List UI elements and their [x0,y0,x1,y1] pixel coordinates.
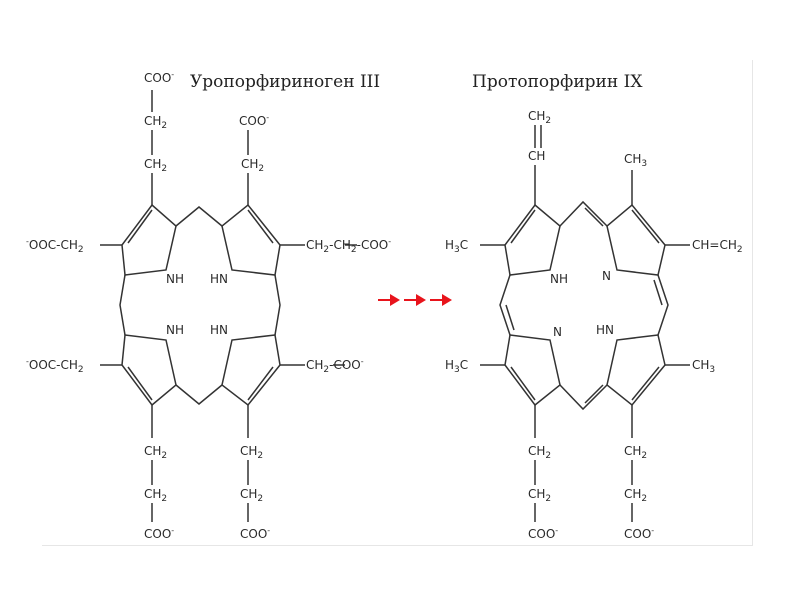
left-ch2-bot1a: CH2 [144,444,167,461]
left-pyrrole-bottom-left [121,334,177,407]
left-ch2-ch2-coo-right: CH2-CH2-COO- [306,237,391,255]
left-ch2-bot1b: CH2 [144,487,167,504]
left-ch2-top2: CH2 [241,157,264,174]
right-h3c-upper: H3C [445,238,468,255]
left-ch2-top1a: CH2 [144,114,167,131]
right-coo-bot1: COO- [528,526,558,541]
right-ch2-vinyl-top: CH2 [528,109,551,126]
left-ch2-top1b: CH2 [144,157,167,174]
left-ch2-bot2b: CH2 [240,487,263,504]
right-coo-bot2: COO- [624,526,654,541]
left-hn-top: HN [210,272,228,286]
left-coo-bot1: COO- [144,526,174,541]
left-coo-bot2: COO- [240,526,270,541]
right-nh-top: NH [550,272,568,286]
left-pyrrole-top-left [121,203,177,276]
right-pyrrole-top-left [504,203,561,276]
right-ch2-bot1a: CH2 [528,444,551,461]
right-pyrrole-bottom-right [606,334,666,407]
reaction-arrows [378,294,452,306]
right-pyrrole-top-right [606,203,666,276]
reaction-arrow-1 [378,294,400,306]
right-n-top: N [602,269,611,283]
reaction-arrow-3 [430,294,452,306]
right-ch3-top: CH3 [624,152,647,169]
right-h3c-lower: H3C [445,358,468,375]
right-ch3-lower-right: CH3 [692,358,715,375]
right-hn-bottom: HN [596,323,614,337]
left-hn-bottom: HN [210,323,228,337]
left-ooc-ch2-lower: -OOC-CH2 [26,357,84,375]
left-nh-top: NH [166,272,184,286]
right-ch2-bot1b: CH2 [528,487,551,504]
right-pyrrole-bottom-left [504,334,561,407]
right-n-bottom: N [553,325,562,339]
figure-frame [42,60,753,546]
right-title: Протопорфирин IX [472,72,643,92]
left-title: Уропорфириноген III [190,72,381,92]
right-ch-vinyl-top: CH [528,149,545,163]
left-pyrrole-bottom-right [221,334,281,407]
left-ch2-bot2a: CH2 [240,444,263,461]
left-pyrrole-top-right [221,203,281,276]
right-ch2-bot2a: CH2 [624,444,647,461]
left-nh-bottom: NH [166,323,184,337]
left-ch2-coo-right: CH2-COO- [306,357,364,375]
right-vinyl-right: CH=CH2 [692,238,743,255]
left-coo-top1: COO- [144,70,174,85]
right-ch2-bot2b: CH2 [624,487,647,504]
reaction-arrow-2 [404,294,426,306]
left-ooc-ch2-upper: -OOC-CH2 [26,237,84,255]
left-coo-top2: COO- [239,113,269,128]
